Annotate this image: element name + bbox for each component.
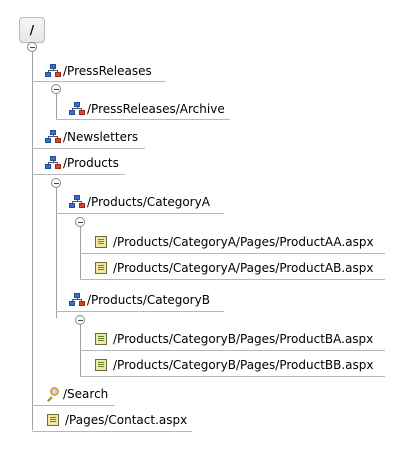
row-divider <box>32 405 115 406</box>
tree-node-product-ab[interactable]: /Products/CategoryA/Pages/ProductAB.aspx <box>93 258 373 278</box>
row-divider <box>56 119 230 120</box>
tree-node-newsletters[interactable]: /Newsletters <box>45 127 138 147</box>
collapse-toggle-icon[interactable] <box>75 217 85 227</box>
tree-node-press-releases[interactable]: /PressReleases <box>45 61 152 81</box>
page-icon <box>93 234 109 250</box>
tree-node-press-releases-archive[interactable]: /PressReleases/Archive <box>69 99 225 119</box>
tree-connector-line <box>80 224 81 279</box>
tree-node-search[interactable]: /Search <box>45 384 108 404</box>
node-label: /Products/CategoryB <box>87 293 210 307</box>
node-label: /Products <box>63 156 119 170</box>
page-icon <box>93 331 109 347</box>
node-label: /PressReleases/Archive <box>87 102 225 116</box>
node-label: /Products/CategoryB/Pages/ProductBA.aspx <box>113 332 374 346</box>
collapse-toggle-icon[interactable] <box>27 42 37 52</box>
tree-connector-line <box>80 321 81 376</box>
row-divider <box>80 253 385 254</box>
tree-node-category-b[interactable]: /Products/CategoryB <box>69 290 210 310</box>
tree-node-product-bb[interactable]: /Products/CategoryB/Pages/ProductBB.aspx <box>93 355 374 375</box>
tree-node-category-a[interactable]: /Products/CategoryA <box>69 192 210 212</box>
tree-node-product-ba[interactable]: /Products/CategoryB/Pages/ProductBA.aspx <box>93 329 373 349</box>
row-divider <box>32 81 166 82</box>
node-label: /Products/CategoryA/Pages/ProductAA.aspx <box>113 235 374 249</box>
sitemap-icon <box>45 129 61 145</box>
root-label: / <box>29 23 35 37</box>
tree-connector-line <box>56 90 57 120</box>
node-label: /Newsletters <box>63 130 139 144</box>
sitemap-icon <box>45 63 61 79</box>
node-label: /Products/CategoryB/Pages/ProductBB.aspx <box>113 358 374 372</box>
tree-node-product-aa[interactable]: /Products/CategoryA/Pages/ProductAA.aspx <box>93 232 374 252</box>
tree-connector-line <box>32 47 33 430</box>
page-icon <box>93 357 109 373</box>
node-label: /PressReleases <box>63 64 152 78</box>
sitemap-icon <box>69 292 85 308</box>
node-label: /Products/CategoryA/Pages/ProductAB.aspx <box>113 261 374 275</box>
node-label: /Products/CategoryA <box>87 195 210 209</box>
collapse-toggle-icon[interactable] <box>51 178 61 188</box>
row-divider <box>56 213 224 214</box>
collapse-toggle-icon[interactable] <box>51 84 61 94</box>
collapse-toggle-icon[interactable] <box>75 315 85 325</box>
page-icon <box>93 260 109 276</box>
root-node[interactable]: / <box>19 17 45 43</box>
sitemap-icon <box>69 101 85 117</box>
row-divider <box>80 279 385 280</box>
row-divider <box>80 376 385 377</box>
tree-node-products[interactable]: /Products <box>45 153 119 173</box>
tree-node-contact[interactable]: /Pages/Contact.aspx <box>45 410 187 430</box>
row-divider <box>32 174 125 175</box>
row-divider <box>80 350 385 351</box>
row-divider <box>56 311 224 312</box>
row-divider <box>32 148 145 149</box>
row-divider <box>32 431 192 432</box>
node-label: /Pages/Contact.aspx <box>65 413 188 427</box>
node-label: /Search <box>63 387 109 401</box>
sitemap-icon <box>45 155 61 171</box>
sitemap-icon <box>69 194 85 210</box>
search-icon <box>45 386 61 402</box>
page-icon <box>45 412 61 428</box>
tree-connector-line <box>56 185 57 318</box>
